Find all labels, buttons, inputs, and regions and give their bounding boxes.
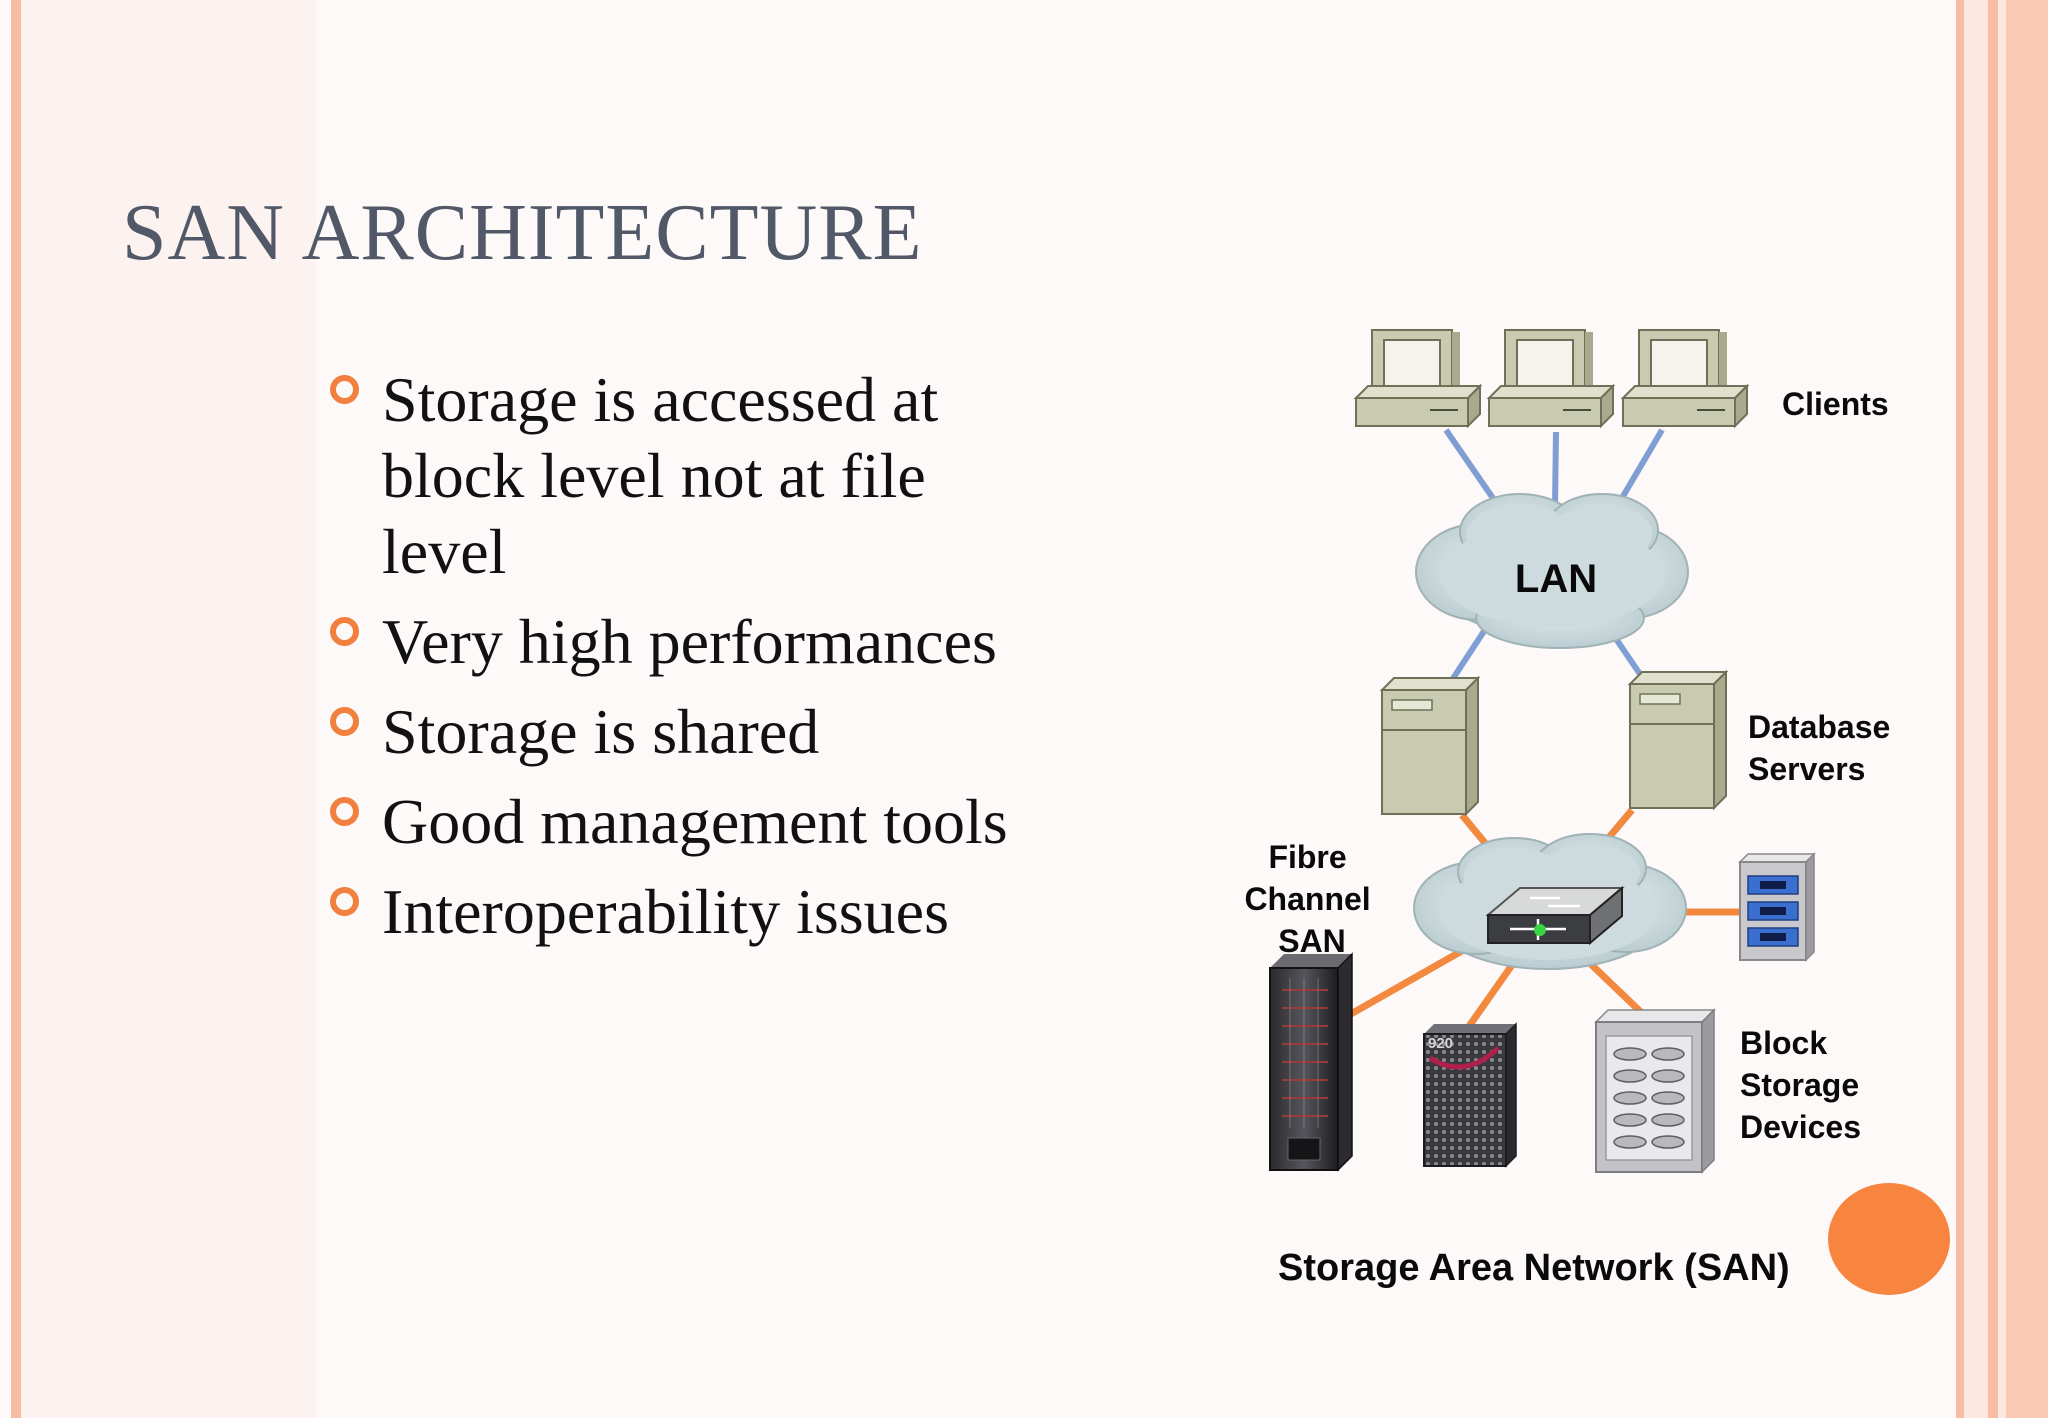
- bullet-text: Very high performances: [382, 606, 997, 677]
- storage-tower-badge: 920: [1428, 1035, 1453, 1052]
- fc-san-label-line: SAN: [1278, 923, 1346, 959]
- right-border-stripes: [1956, 0, 2048, 1418]
- left-shaded-band: [21, 0, 316, 1418]
- database-server-icon: [1627, 669, 1729, 811]
- database-servers-label-line: Servers: [1748, 751, 1865, 787]
- bullet-item: Interoperability issues: [328, 874, 1048, 950]
- client-computer-icon: [1353, 329, 1483, 429]
- fibre-channel-switch-icon: [1485, 885, 1625, 946]
- bullet-item: Storage is accessed at block level not a…: [328, 362, 1048, 590]
- storage-tower-icon: 920: [1423, 1022, 1517, 1168]
- ring-bullet-icon: [330, 887, 359, 916]
- database-servers-label: Database Servers: [1748, 709, 1899, 787]
- fibre-channel-san-label: Fibre Channel SAN: [1244, 839, 1379, 959]
- slide-title: SAN ARCHITECTURE: [122, 189, 923, 277]
- bullet-item: Good management tools: [328, 784, 1048, 860]
- fc-san-label-line: Fibre: [1268, 839, 1346, 875]
- left-border-stripe: [11, 0, 21, 1418]
- bullet-text: Good management tools: [382, 786, 1008, 857]
- lan-cloud-fill: [1440, 504, 1664, 627]
- clients-label: Clients: [1782, 386, 1889, 422]
- bullet-text: Storage is accessed at block level not a…: [382, 364, 939, 587]
- block-storage-label-line: Devices: [1740, 1109, 1861, 1145]
- ring-bullet-icon: [330, 797, 359, 826]
- bullet-text: Interoperability issues: [382, 876, 949, 947]
- ring-bullet-icon: [330, 707, 359, 736]
- bullet-list: Storage is accessed at block level not a…: [328, 362, 1048, 964]
- client-computer-icon: [1486, 329, 1616, 429]
- bullet-text: Storage is shared: [382, 696, 820, 767]
- bullet-item: Very high performances: [328, 604, 1048, 680]
- diagram-caption: Storage Area Network (SAN): [1278, 1247, 1790, 1289]
- block-storage-device-icon: [1594, 1008, 1716, 1174]
- client-computer-icon: [1620, 329, 1750, 429]
- database-server-icon: [1379, 675, 1481, 817]
- fc-san-label-line: Channel: [1244, 881, 1370, 917]
- database-servers-label-line: Database: [1748, 709, 1890, 745]
- lan-label: LAN: [1515, 557, 1597, 601]
- ring-bullet-icon: [330, 617, 359, 646]
- bullet-item: Storage is shared: [328, 694, 1048, 770]
- ring-bullet-icon: [330, 375, 359, 404]
- block-storage-label-line: Storage: [1740, 1067, 1859, 1103]
- client-link: [1552, 431, 1559, 506]
- block-storage-label-line: Block: [1740, 1025, 1827, 1061]
- storage-rack-icon: [1269, 952, 1353, 1172]
- disk-array-icon: [1738, 852, 1816, 962]
- block-storage-devices-label: Block Storage Devices: [1740, 1025, 1868, 1145]
- orange-accent-circle: [1828, 1183, 1950, 1295]
